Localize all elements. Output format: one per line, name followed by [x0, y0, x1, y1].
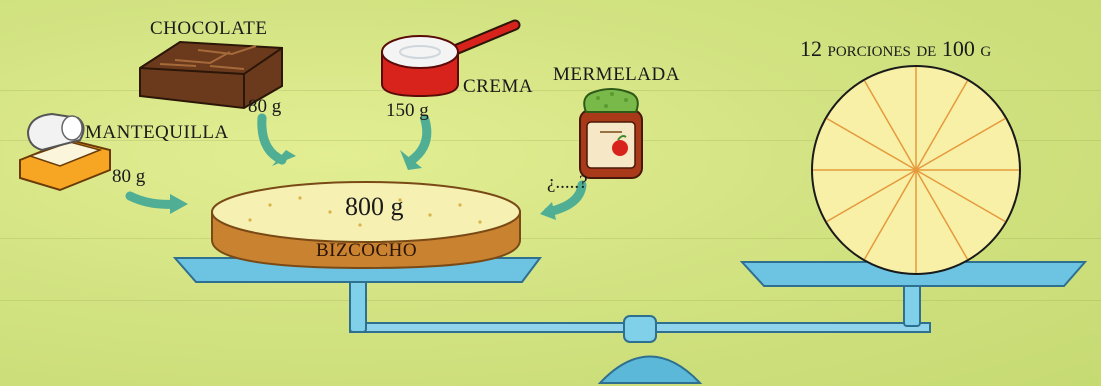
arrow-crema	[412, 120, 427, 160]
jam-jar-icon	[580, 89, 642, 178]
portions-label: 12 porciones de 100 g	[800, 36, 991, 62]
cake-name-label: BIZCOCHO	[316, 240, 417, 262]
chocolate-quantity: 80 g	[248, 96, 281, 118]
scale-base	[600, 357, 700, 384]
scale-pivot	[624, 316, 656, 342]
arrow-mantequilla	[130, 196, 176, 204]
left-stand	[350, 280, 366, 332]
crema-quantity: 150 g	[386, 100, 429, 122]
chocolate-label: CHOCOLATE	[150, 18, 267, 40]
right-stand	[904, 282, 920, 326]
mantequilla-quantity: 80 g	[112, 166, 145, 188]
crema-label: CREMA	[463, 76, 533, 98]
cake-weight-label: 800 g	[345, 192, 404, 222]
mermelada-label: MERMELADA	[553, 64, 680, 86]
mantequilla-label: MANTEQUILLA	[85, 122, 229, 144]
balance-scale	[175, 258, 1085, 383]
pie-chart-portions	[812, 66, 1020, 274]
mermelada-quantity: ¿.....?	[547, 172, 588, 194]
arrow-chocolate	[262, 118, 282, 160]
